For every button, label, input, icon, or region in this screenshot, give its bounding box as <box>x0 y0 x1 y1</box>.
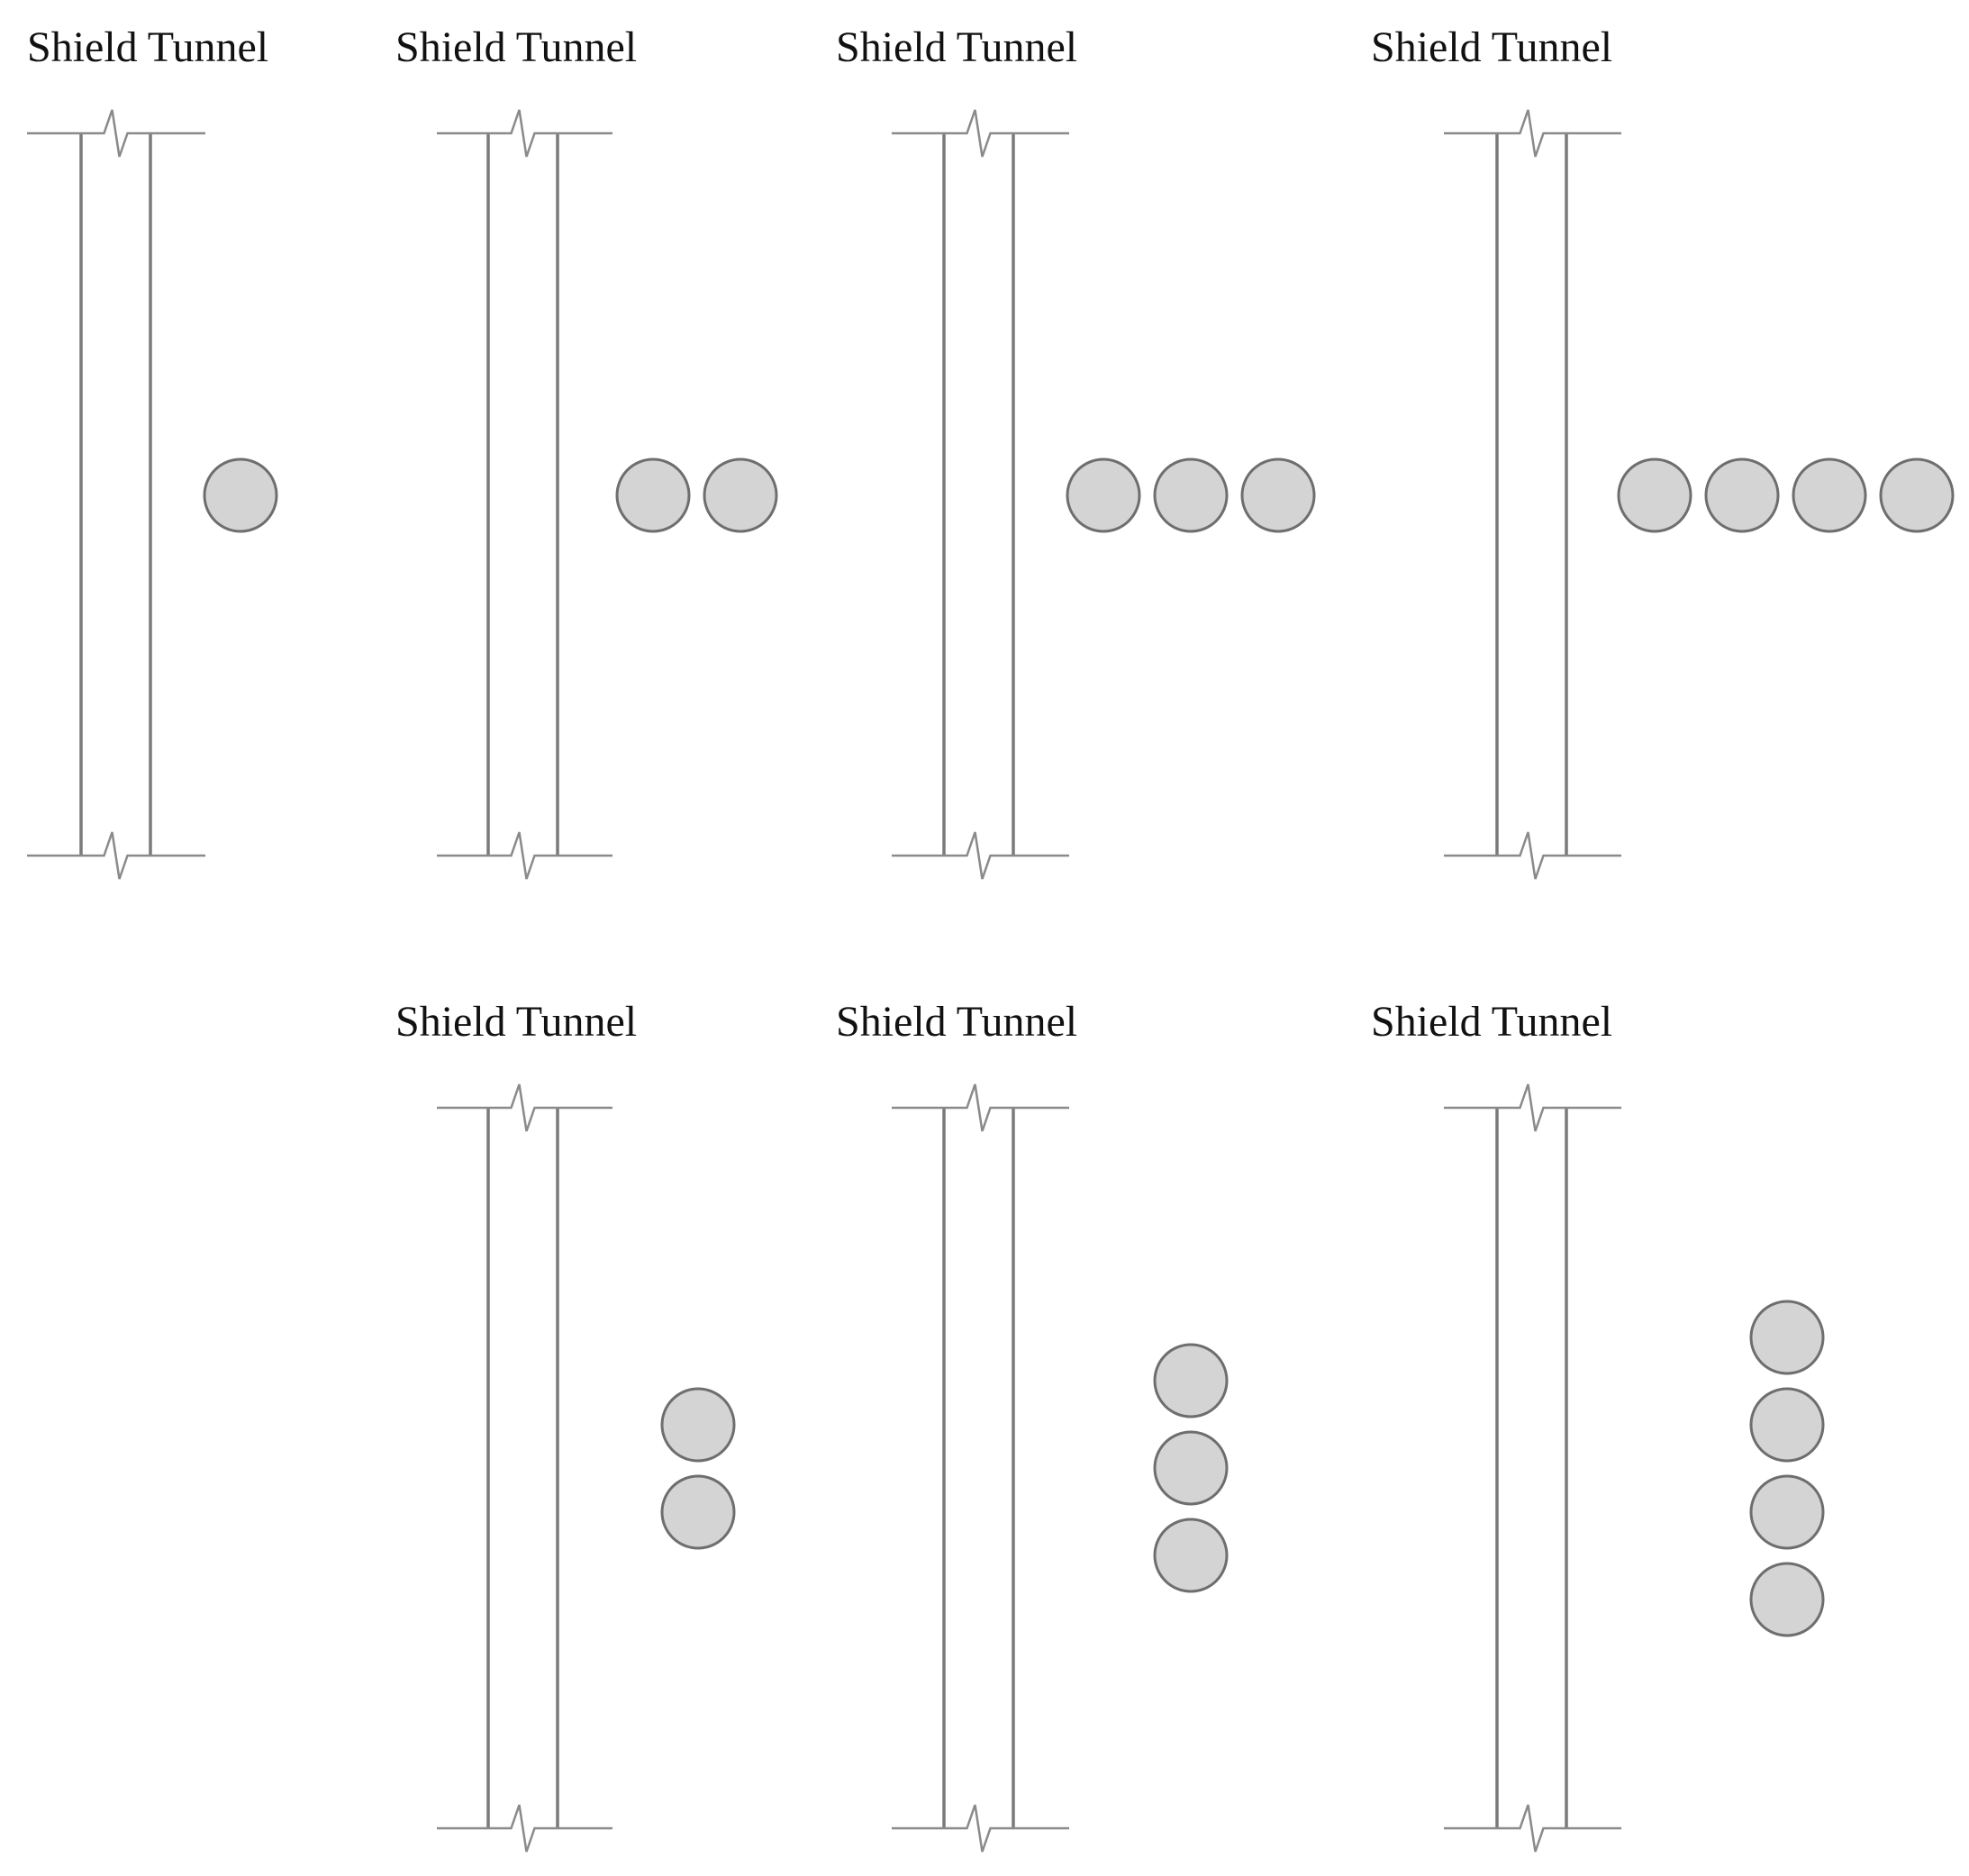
pile-circle <box>1749 1474 1825 1550</box>
tunnel-break-top <box>1444 109 1621 158</box>
pile-circle <box>1066 458 1141 533</box>
panel-label: Shield Tunnel <box>836 998 1077 1046</box>
panel-label: Shield Tunnel <box>1371 23 1612 71</box>
panel-5: Shield Tunnel <box>395 998 736 1853</box>
panel-1: Shield Tunnel <box>27 23 278 880</box>
pile-circle <box>1879 458 1955 533</box>
tunnel-break-bottom <box>437 1804 612 1853</box>
tunnel-break-top <box>437 109 612 158</box>
panel-7: Shield Tunnel <box>1371 998 1825 1853</box>
panel-label: Shield Tunnel <box>1371 998 1612 1046</box>
pile-circle <box>1153 1518 1229 1593</box>
pile-circle <box>660 1474 736 1550</box>
tunnel-break-top <box>27 109 205 158</box>
panel-4: Shield Tunnel <box>1371 23 1955 880</box>
pile-circle <box>1749 1562 1825 1637</box>
panel-label: Shield Tunnel <box>836 23 1077 71</box>
pile-circle <box>1749 1387 1825 1463</box>
tunnel-break-bottom <box>892 831 1069 880</box>
pile-circle <box>1749 1300 1825 1375</box>
panel-3: Shield Tunnel <box>836 23 1316 880</box>
panel-2: Shield Tunnel <box>395 23 778 880</box>
pile-circle <box>1704 458 1780 533</box>
tunnel-break-top <box>892 1083 1069 1132</box>
pile-circle <box>1153 1343 1229 1418</box>
pile-circle <box>1792 458 1867 533</box>
pile-circle <box>203 458 278 533</box>
pile-circle <box>1153 1430 1229 1506</box>
tunnel-break-bottom <box>1444 1804 1621 1853</box>
tunnel-break-top <box>437 1083 612 1132</box>
panel-label: Shield Tunnel <box>27 23 268 71</box>
pile-circle <box>1240 458 1316 533</box>
panel-6: Shield Tunnel <box>836 998 1229 1853</box>
tunnel-break-bottom <box>1444 831 1621 880</box>
tunnel-break-bottom <box>892 1804 1069 1853</box>
pile-circle <box>660 1387 736 1463</box>
pile-circle <box>703 458 778 533</box>
tunnel-break-bottom <box>437 831 612 880</box>
tunnel-break-top <box>1444 1083 1621 1132</box>
tunnel-break-top <box>892 109 1069 158</box>
tunnel-break-bottom <box>27 831 205 880</box>
panel-label: Shield Tunnel <box>395 23 637 71</box>
pile-circle <box>615 458 691 533</box>
panel-label: Shield Tunnel <box>395 998 637 1046</box>
pile-circle <box>1617 458 1692 533</box>
pile-circle <box>1153 458 1229 533</box>
